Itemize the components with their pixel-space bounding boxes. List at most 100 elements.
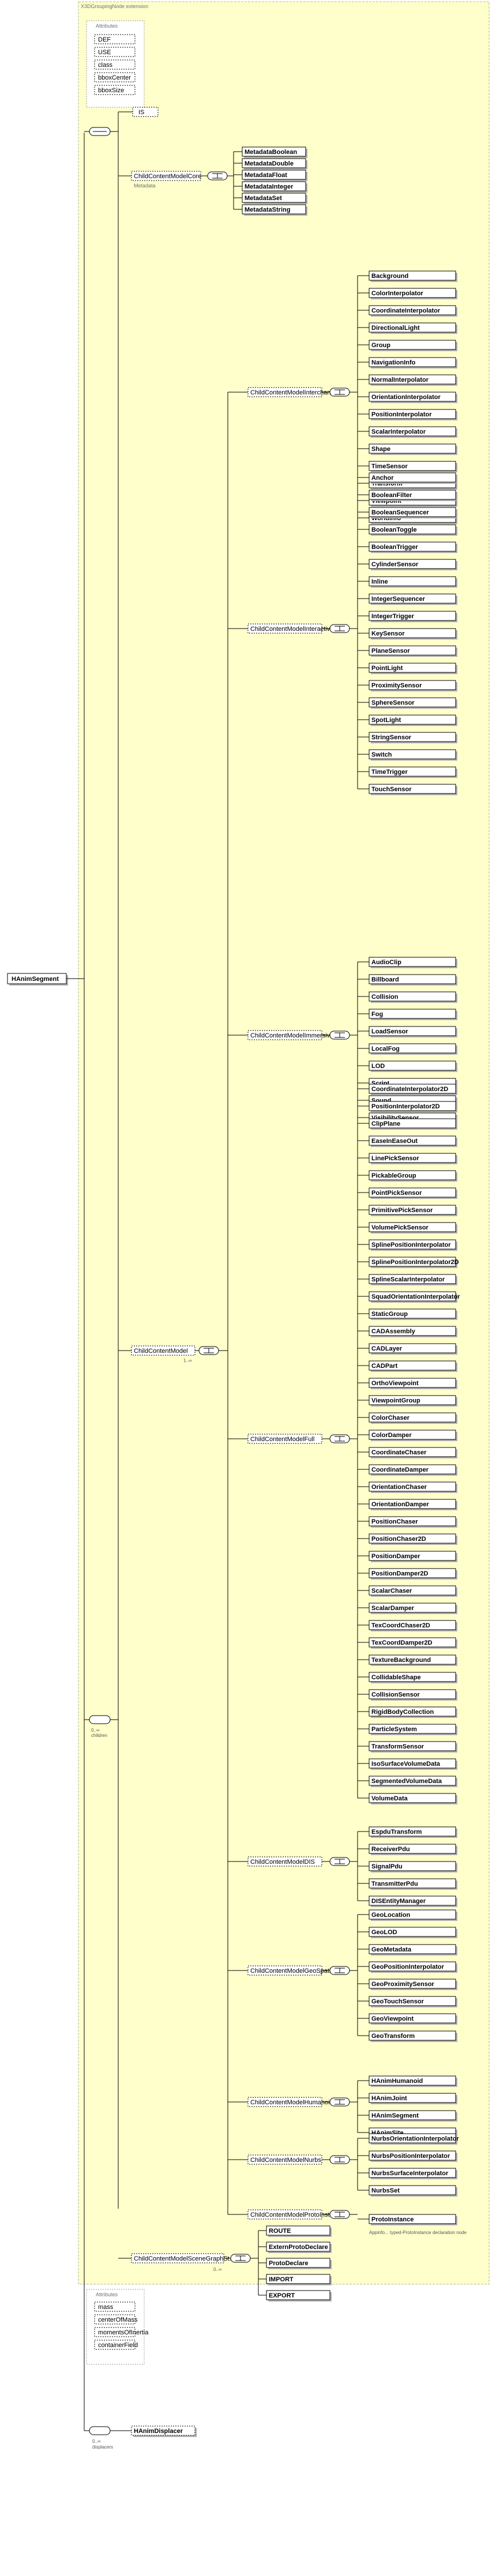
is-element-box[interactable] [132,107,159,117]
element-cadlayer[interactable] [369,1343,456,1353]
element-particlesystem[interactable] [369,1724,456,1734]
element-cylindersensor[interactable] [369,559,456,569]
element-booleantrigger[interactable] [369,541,456,552]
element-inline[interactable] [369,576,456,586]
element-positionchaser2d[interactable] [369,1533,456,1544]
element-spotlight[interactable] [369,714,456,725]
element-colorchaser[interactable] [369,1412,456,1423]
element-localfog[interactable] [369,1043,456,1054]
element-metadataboolean[interactable] [242,146,306,157]
element-staticgroup[interactable] [369,1308,456,1319]
element-rigidbodycollection[interactable] [369,1706,456,1717]
element-anchor[interactable] [369,472,456,483]
element-normalinterpolator[interactable] [369,374,456,385]
element-texcoordchaser2d[interactable] [369,1620,456,1630]
element-positiondamper[interactable] [369,1551,456,1561]
element-integertrigger[interactable] [369,611,456,621]
element-import[interactable] [266,2274,330,2284]
element-splinescalarinterpolator[interactable] [369,1274,456,1284]
attribute-class[interactable] [94,59,136,70]
element-coordinatedamper[interactable] [369,1464,456,1475]
element-billboard[interactable] [369,974,456,984]
element-linepicksensor[interactable] [369,1153,456,1163]
element-planesensor[interactable] [369,645,456,656]
element-spheresensor[interactable] [369,697,456,708]
element-cadassembly[interactable] [369,1326,456,1336]
attribute-def[interactable] [94,34,136,44]
element-splinepositioninterpolator[interactable] [369,1239,456,1250]
element-geometadata[interactable] [369,1944,456,1954]
element-scalarinterpolator[interactable] [369,426,456,437]
element-positioninterpolator[interactable] [369,409,456,419]
element-loadsensor[interactable] [369,1026,456,1036]
element-isosurfacevolumedata[interactable] [369,1758,456,1769]
element-positioninterpolator2d[interactable] [369,1101,456,1111]
element-positionchaser[interactable] [369,1516,456,1526]
element-transformsensor[interactable] [369,1741,456,1751]
element-orientationdamper[interactable] [369,1499,456,1509]
element-primitivepicksensor[interactable] [369,1205,456,1215]
element-orientationinterpolator[interactable] [369,392,456,402]
element-directionallight[interactable] [369,322,456,333]
element-nurbsorientationinterpolator[interactable] [369,2133,456,2143]
element-geotouchsensor[interactable] [369,1996,456,2006]
attribute-momentsofinertia[interactable] [94,2327,136,2337]
attribute-mass[interactable] [94,2302,136,2312]
attribute-use[interactable] [94,47,136,57]
element-pointpicksensor[interactable] [369,1187,456,1198]
element-proximitysensor[interactable] [369,680,456,690]
element-booleanfilter[interactable] [369,490,456,500]
element-transmitterpdu[interactable] [369,1878,456,1889]
element-texcoorddamper2d[interactable] [369,1637,456,1648]
attribute-bboxcenter[interactable] [94,72,136,82]
element-protoinstance[interactable] [369,2214,456,2224]
element-protodeclare[interactable] [266,2258,330,2268]
element-disentitymanager[interactable] [369,1896,456,1906]
element-audioclip[interactable] [369,957,456,967]
element-geolod[interactable] [369,1927,456,1937]
element-colorinterpolator[interactable] [369,288,456,298]
element-group[interactable] [369,340,456,350]
element-lod[interactable] [369,1061,456,1071]
element-squadorientationinterpolator[interactable] [369,1291,456,1302]
element-metadataset[interactable] [242,193,306,203]
element-volumepicksensor[interactable] [369,1222,456,1232]
attribute-containerfield[interactable] [94,2340,136,2350]
element-orientationchaser[interactable] [369,1481,456,1492]
element-viewpointgroup[interactable] [369,1395,456,1405]
element-metadatastring[interactable] [242,204,306,215]
element-hanimsegment[interactable] [369,2110,456,2120]
element-coordinateinterpolator[interactable] [369,305,456,315]
element-metadatadouble[interactable] [242,158,306,168]
element-cadpart[interactable] [369,1360,456,1371]
element-metadatafloat[interactable] [242,170,306,180]
element-collisionsensor[interactable] [369,1689,456,1699]
element-route[interactable] [266,2225,330,2236]
element-coordinatechaser[interactable] [369,1447,456,1457]
element-scalarchaser[interactable] [369,1585,456,1596]
element-integersequencer[interactable] [369,593,456,604]
element-nurbspositioninterpolator[interactable] [369,2150,456,2161]
element-stringsensor[interactable] [369,732,456,742]
element-export[interactable] [266,2290,330,2300]
element-geotransform[interactable] [369,2030,456,2041]
sequence-bottom-compositor[interactable] [89,2426,111,2435]
element-booleansequencer[interactable] [369,507,456,517]
element-collidableshape[interactable] [369,1672,456,1682]
element-coordinateinterpolator2d[interactable] [369,1084,456,1094]
element-receiverpdu[interactable] [369,1844,456,1854]
element-timetrigger[interactable] [369,766,456,777]
element-nurbsset[interactable] [369,2185,456,2195]
choice-main-compositor[interactable] [89,1715,111,1724]
element-colordamper[interactable] [369,1430,456,1440]
element-externprotodeclare[interactable] [266,2242,330,2252]
element-hanimhumanoid[interactable] [369,2075,456,2086]
element-timesensor[interactable] [369,461,456,471]
element-easeineaseout[interactable] [369,1135,456,1146]
element-pickablegroup[interactable] [369,1170,456,1180]
element-volumedata[interactable] [369,1793,456,1803]
element-fog[interactable] [369,1009,456,1019]
element-texturebackground[interactable] [369,1654,456,1665]
element-nurbssurfaceinterpolator[interactable] [369,2168,456,2178]
element-signalpdu[interactable] [369,1861,456,1871]
